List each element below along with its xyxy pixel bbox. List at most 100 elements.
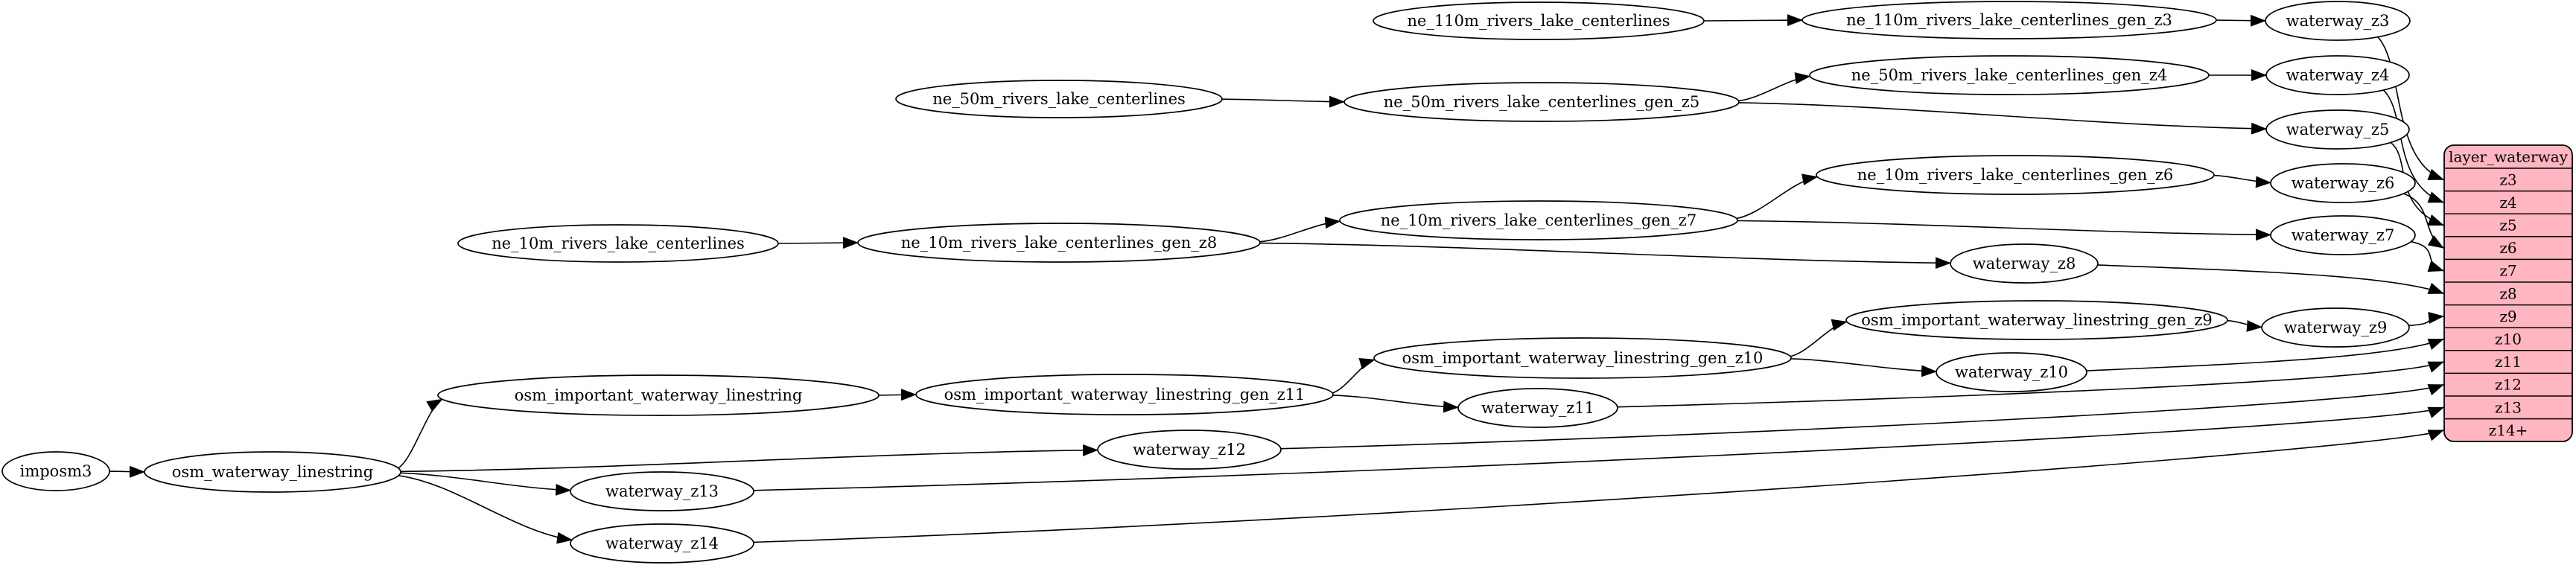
ne_110m_rivers_lake_centerlines_gen_z3-shape bbox=[1801, 1, 2217, 39]
node-osm_important_waterway_linestring_gen_z11: osm_important_waterway_linestring_gen_z1… bbox=[915, 374, 1334, 415]
record-row-z14+: z14+ bbox=[2489, 421, 2528, 439]
waterway_z10-label: waterway_z10 bbox=[1955, 363, 2068, 381]
edge-waterway_z6--layer_waterway:z6 bbox=[2402, 193, 2444, 249]
ne_50m_rivers_lake_centerlines-label: ne_50m_rivers_lake_centerlines bbox=[932, 90, 1186, 108]
waterway_z7-label: waterway_z7 bbox=[2292, 226, 2395, 244]
edge-ne_110m_rivers_lake_centerlines_gen_z3--waterway_z3 bbox=[2216, 14, 2266, 27]
waterway_z10-shape bbox=[1936, 352, 2087, 392]
node-osm_waterway_linestring: osm_waterway_linestring bbox=[144, 451, 401, 493]
ne_10m_rivers_lake_centerlines_gen_z7-label: ne_10m_rivers_lake_centerlines_gen_z7 bbox=[1381, 211, 1696, 229]
ne_10m_rivers_lake_centerlines_gen_z6-label: ne_10m_rivers_lake_centerlines_gen_z6 bbox=[1857, 166, 2173, 184]
edge-osm_important_waterway_linestring_gen_z11--waterway_z11 bbox=[1332, 395, 1460, 413]
osm_important_waterway_linestring_gen_z9-shape bbox=[1845, 300, 2228, 340]
node-osm_important_waterway_linestring_gen_z10: osm_important_waterway_linestring_gen_z1… bbox=[1373, 337, 1792, 379]
node-ne_10m_rivers_lake_centerlines: ne_10m_rivers_lake_centerlines bbox=[457, 224, 779, 263]
record-row-z5: z5 bbox=[2499, 217, 2516, 234]
edge-waterway_z4--layer_waterway:z4 bbox=[2382, 89, 2444, 203]
node-waterway_z11: waterway_z11 bbox=[1457, 388, 1618, 428]
node-waterway_z13: waterway_z13 bbox=[570, 471, 754, 511]
node-waterway_z12: waterway_z12 bbox=[1097, 430, 1282, 470]
record-row-label: z10 bbox=[2495, 331, 2522, 348]
record-row-label: z3 bbox=[2499, 170, 2516, 188]
ne_110m_rivers_lake_centerlines_gen_z3-label: ne_110m_rivers_lake_centerlines_gen_z3 bbox=[1846, 11, 2172, 29]
edge-waterway_z14--layer_waterway:z14+ bbox=[753, 430, 2444, 543]
ne_110m_rivers_lake_centerlines-label: ne_110m_rivers_lake_centerlines bbox=[1408, 12, 1670, 30]
record-row-z10: z10 bbox=[2495, 331, 2522, 348]
node-waterway_z14: waterway_z14 bbox=[570, 523, 754, 564]
record-background bbox=[2443, 144, 2573, 442]
node-osm_important_waterway_linestring_gen_z9: osm_important_waterway_linestring_gen_z9 bbox=[1845, 300, 2228, 340]
node-ne_50m_rivers_lake_centerlines_gen_z4: ne_50m_rivers_lake_centerlines_gen_z4 bbox=[1809, 55, 2210, 95]
edge-waterway_z12--layer_waterway:z12 bbox=[1280, 383, 2444, 450]
record-row-z8: z8 bbox=[2499, 284, 2516, 302]
osm_important_waterway_linestring_gen_z10-shape bbox=[1373, 337, 1792, 379]
waterway_z3-shape bbox=[2265, 1, 2411, 41]
record-row-z3: z3 bbox=[2499, 170, 2516, 188]
edge-waterway_z10--layer_waterway:z10 bbox=[2085, 338, 2444, 371]
edge-ne_50m_rivers_lake_centerlines_gen_z5--waterway_z5 bbox=[1738, 102, 2268, 135]
edge-osm_important_waterway_linestring_gen_z10--osm_important_waterway_linestring_gen_z9 bbox=[1790, 319, 1848, 357]
node-ne_110m_rivers_lake_centerlines: ne_110m_rivers_lake_centerlines bbox=[1373, 1, 1705, 40]
record-title: layer_waterway bbox=[2449, 148, 2569, 166]
waterway_z6-label: waterway_z6 bbox=[2292, 174, 2395, 192]
record-row-z13: z13 bbox=[2495, 398, 2522, 416]
waterway_z14-shape bbox=[570, 523, 754, 564]
ne_10m_rivers_lake_centerlines_gen_z7-shape bbox=[1339, 200, 1738, 240]
waterway_z11-shape bbox=[1457, 388, 1618, 428]
node-waterway_z3: waterway_z3 bbox=[2265, 1, 2411, 41]
record-row-z11: z11 bbox=[2495, 353, 2522, 371]
waterway_z12-label: waterway_z12 bbox=[1133, 441, 1246, 459]
record-row-z4: z4 bbox=[2499, 194, 2516, 211]
edge-osm_important_waterway_linestring_gen_z9--waterway_z9 bbox=[2227, 319, 2262, 332]
record-row-label: z9 bbox=[2499, 307, 2516, 325]
osm_waterway_linestring-label: osm_waterway_linestring bbox=[172, 463, 373, 481]
node-waterway_z8: waterway_z8 bbox=[1950, 243, 2099, 284]
waterway_z5-shape bbox=[2265, 109, 2410, 150]
osm_important_waterway_linestring_gen_z10-label: osm_important_waterway_linestring_gen_z1… bbox=[1402, 349, 1764, 367]
node-ne_50m_rivers_lake_centerlines_gen_z5: ne_50m_rivers_lake_centerlines_gen_z5 bbox=[1343, 82, 1740, 122]
record-row-label: z14+ bbox=[2489, 421, 2528, 439]
osm_important_waterway_linestring-shape bbox=[437, 374, 880, 416]
edge-ne_50m_rivers_lake_centerlines--ne_50m_rivers_lake_centerlines_gen_z5 bbox=[1221, 95, 1345, 108]
node-waterway_z7: waterway_z7 bbox=[2270, 215, 2416, 255]
osm_important_waterway_linestring_gen_z11-shape bbox=[915, 374, 1334, 415]
record-row-label: z13 bbox=[2495, 398, 2522, 416]
node-ne_10m_rivers_lake_centerlines_gen_z7: ne_10m_rivers_lake_centerlines_gen_z7 bbox=[1339, 200, 1738, 240]
osm_important_waterway_linestring_gen_z9-label: osm_important_waterway_linestring_gen_z9 bbox=[1861, 311, 2212, 329]
waterway_z4-shape bbox=[2265, 55, 2410, 95]
ne_50m_rivers_lake_centerlines-shape bbox=[895, 80, 1223, 118]
node-waterway_z5: waterway_z5 bbox=[2265, 109, 2410, 150]
edge-osm_waterway_linestring--waterway_z14 bbox=[398, 475, 573, 544]
ne_10m_rivers_lake_centerlines_gen_z8-label: ne_10m_rivers_lake_centerlines_gen_z8 bbox=[901, 234, 1217, 252]
edge-ne_10m_rivers_lake_centerlines_gen_z7--waterway_z7 bbox=[1737, 220, 2271, 241]
record-row-label: z5 bbox=[2499, 217, 2516, 234]
edge-waterway_z8--layer_waterway:z8 bbox=[2096, 264, 2444, 295]
node-ne_110m_rivers_lake_centerlines_gen_z3: ne_110m_rivers_lake_centerlines_gen_z3 bbox=[1801, 1, 2217, 39]
edge-layer bbox=[109, 14, 2444, 544]
edge-imposm3--osm_waterway_linestring bbox=[109, 465, 145, 478]
node-waterway_z9: waterway_z9 bbox=[2261, 307, 2410, 348]
record-row-label: z7 bbox=[2499, 262, 2516, 280]
record-row-label: z6 bbox=[2499, 239, 2516, 257]
waterway_z3-label: waterway_z3 bbox=[2286, 12, 2390, 30]
node-waterway_z6: waterway_z6 bbox=[2270, 163, 2416, 203]
node-waterway_z4: waterway_z4 bbox=[2265, 55, 2410, 95]
waterway_z11-label: waterway_z11 bbox=[1481, 399, 1594, 417]
node-ne_10m_rivers_lake_centerlines_gen_z6: ne_10m_rivers_lake_centerlines_gen_z6 bbox=[1816, 155, 2215, 195]
imposm3-shape bbox=[1, 451, 110, 491]
record-layer_waterway: layer_waterwayz3z4z5z6z7z8z9z10z11z12z13… bbox=[2443, 144, 2573, 442]
edge-ne_10m_rivers_lake_centerlines_gen_z7--ne_10m_rivers_lake_centerlines_gen_z6 bbox=[1736, 173, 1819, 220]
ne_50m_rivers_lake_centerlines_gen_z5-label: ne_50m_rivers_lake_centerlines_gen_z5 bbox=[1384, 93, 1699, 111]
ne_110m_rivers_lake_centerlines-shape bbox=[1373, 1, 1705, 40]
edge-ne_50m_rivers_lake_centerlines_gen_z5--ne_50m_rivers_lake_centerlines_gen_z4 bbox=[1737, 72, 1811, 102]
edge-waterway_z13--layer_waterway:z13 bbox=[753, 406, 2444, 491]
edge-waterway_z9--layer_waterway:z9 bbox=[2408, 312, 2444, 327]
ne_10m_rivers_lake_centerlines_gen_z8-shape bbox=[857, 223, 1261, 263]
edge-ne_10m_rivers_lake_centerlines_gen_z6--waterway_z6 bbox=[2213, 174, 2271, 188]
record-row-label: z8 bbox=[2499, 284, 2516, 302]
edge-osm_important_waterway_linestring_gen_z11--osm_important_waterway_linestring_gen_z10 bbox=[1332, 357, 1376, 394]
node-ne_10m_rivers_lake_centerlines_gen_z8: ne_10m_rivers_lake_centerlines_gen_z8 bbox=[857, 223, 1261, 263]
node-osm_important_waterway_linestring: osm_important_waterway_linestring bbox=[437, 374, 880, 416]
